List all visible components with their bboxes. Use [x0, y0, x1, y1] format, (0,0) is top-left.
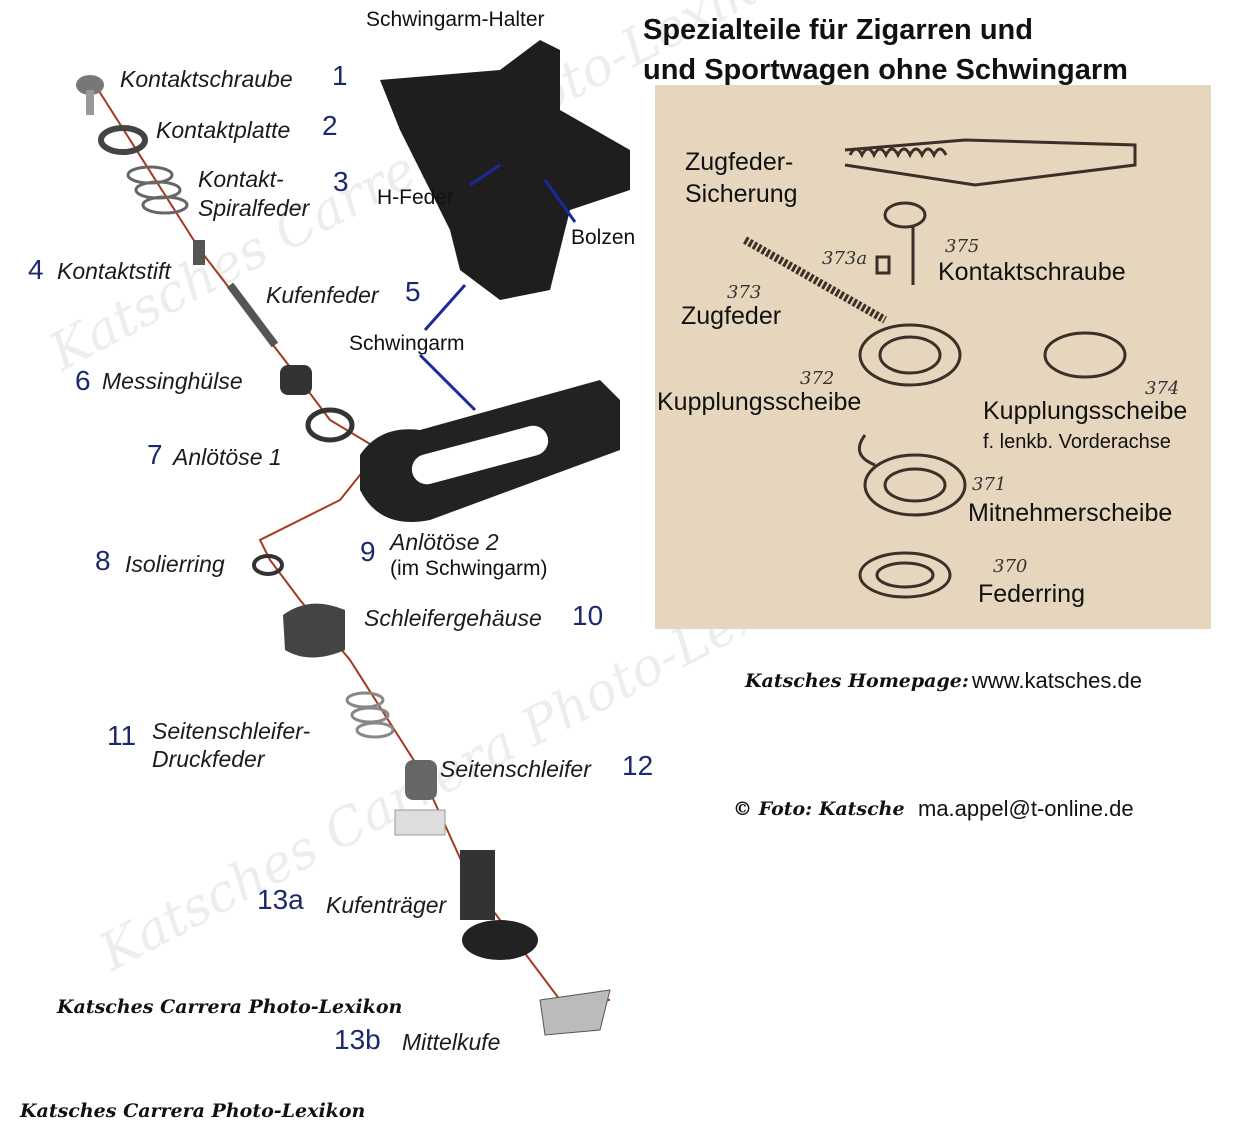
lexikon-mark: Katsches Carrera Photo-Lexikon	[20, 1100, 366, 1122]
part-label-note: (im Schwingarm)	[390, 557, 548, 580]
label-zugfeder: Zugfeder	[681, 302, 782, 330]
part-label: Isolierring	[125, 551, 225, 577]
part-kontaktplatte	[98, 125, 148, 155]
special-parts-drawing	[743, 138, 1137, 599]
part-number: 13b	[334, 1024, 381, 1055]
title-line-2: und Sportwagen ohne Schwingarm	[643, 54, 1128, 86]
part-number-373a: 373a	[822, 248, 868, 269]
lexikon-mark: Katsches Carrera Photo-Lexikon	[57, 996, 403, 1018]
label-schwingarm-halter: Schwingarm-Halter	[366, 8, 545, 31]
label-zugfeder-sicherung: Sicherung	[685, 180, 798, 208]
part-number: 11	[107, 720, 137, 751]
part-number-371: 371	[972, 474, 1007, 495]
copyright-label: © Foto: Katsche	[733, 798, 905, 820]
part-number: 7	[147, 439, 163, 470]
label-federring: Federring	[978, 580, 1085, 608]
part-seitenschleifer	[394, 760, 446, 836]
label-bolzen: Bolzen	[571, 226, 636, 249]
part-label: Seitenschleifer-	[152, 718, 311, 744]
part-label: Kufenträger	[326, 892, 447, 918]
part-kufentraeger	[460, 850, 538, 960]
part-kontaktstift	[193, 240, 205, 265]
label-kupplungsscheibe-lenkbar: Kupplungsscheibe	[983, 397, 1188, 425]
part-schleifergehaeuse	[283, 603, 345, 658]
part-label: Spiralfeder	[198, 195, 310, 221]
part-label: Kufenfeder	[266, 282, 379, 308]
part-number: 8	[95, 545, 111, 576]
part-messinghuelse	[280, 365, 312, 395]
part-number: 2	[322, 110, 338, 141]
part-schwingarm-halter-photo	[380, 40, 630, 300]
part-number: 4	[28, 254, 44, 285]
part-anloetoese-1	[305, 407, 355, 443]
label-kupplungsscheibe: Kupplungsscheibe	[657, 388, 862, 416]
part-spiralfeder	[126, 165, 189, 215]
part-number-374: 374	[1145, 378, 1180, 399]
special-parts-panel	[655, 85, 1211, 629]
part-label: Mittelkufe	[402, 1029, 501, 1055]
part-label: Kontakt-	[198, 166, 284, 192]
part-number: 12	[622, 750, 654, 781]
part-label: Kontaktstift	[57, 258, 171, 284]
part-number: 3	[333, 166, 349, 197]
label-h-feder: H-Feder	[377, 186, 455, 209]
part-number: 10	[572, 600, 604, 631]
part-kufenfeder	[226, 282, 279, 348]
label-zugfeder-sicherung: Zugfeder-	[685, 148, 794, 176]
part-isolierring	[252, 554, 284, 576]
part-label: Messinghülse	[102, 368, 243, 394]
part-label: Kontaktschraube	[120, 66, 293, 92]
part-number-375: 375	[945, 236, 980, 257]
part-mittelkufe	[539, 989, 611, 1036]
part-number: 9	[360, 536, 376, 567]
part-number: 13a	[257, 884, 304, 915]
part-number-372: 372	[800, 368, 835, 389]
part-kontaktschraube	[76, 75, 104, 115]
email-link[interactable]: ma.appel@t-online.de	[918, 796, 1134, 821]
homepage-label: Katsches Homepage:	[745, 670, 969, 692]
label-schwingarm: Schwingarm	[349, 332, 465, 355]
part-number: 6	[75, 365, 91, 396]
label-lenkbar-note: f. lenkb. Vorderachse	[983, 431, 1171, 453]
part-label: Kontaktplatte	[156, 117, 291, 143]
label-mitnehmerscheibe: Mitnehmerscheibe	[968, 499, 1173, 527]
part-label: Schleifergehäuse	[364, 605, 542, 631]
part-label: Anlötöse 2	[390, 529, 499, 555]
part-label: Seitenschleifer	[440, 756, 591, 782]
part-label: Anlötöse 1	[173, 444, 282, 470]
part-number-373: 373	[727, 282, 762, 303]
part-number-370: 370	[993, 556, 1028, 577]
homepage-link[interactable]: www.katsches.de	[972, 668, 1142, 693]
label-kontaktschraube: Kontaktschraube	[938, 258, 1126, 286]
part-number: 1	[332, 60, 348, 91]
part-druckfeder	[345, 691, 395, 739]
part-label: Druckfeder	[152, 746, 265, 772]
part-number: 5	[405, 276, 421, 307]
title-line-1: Spezialteile für Zigarren und	[643, 14, 1033, 46]
